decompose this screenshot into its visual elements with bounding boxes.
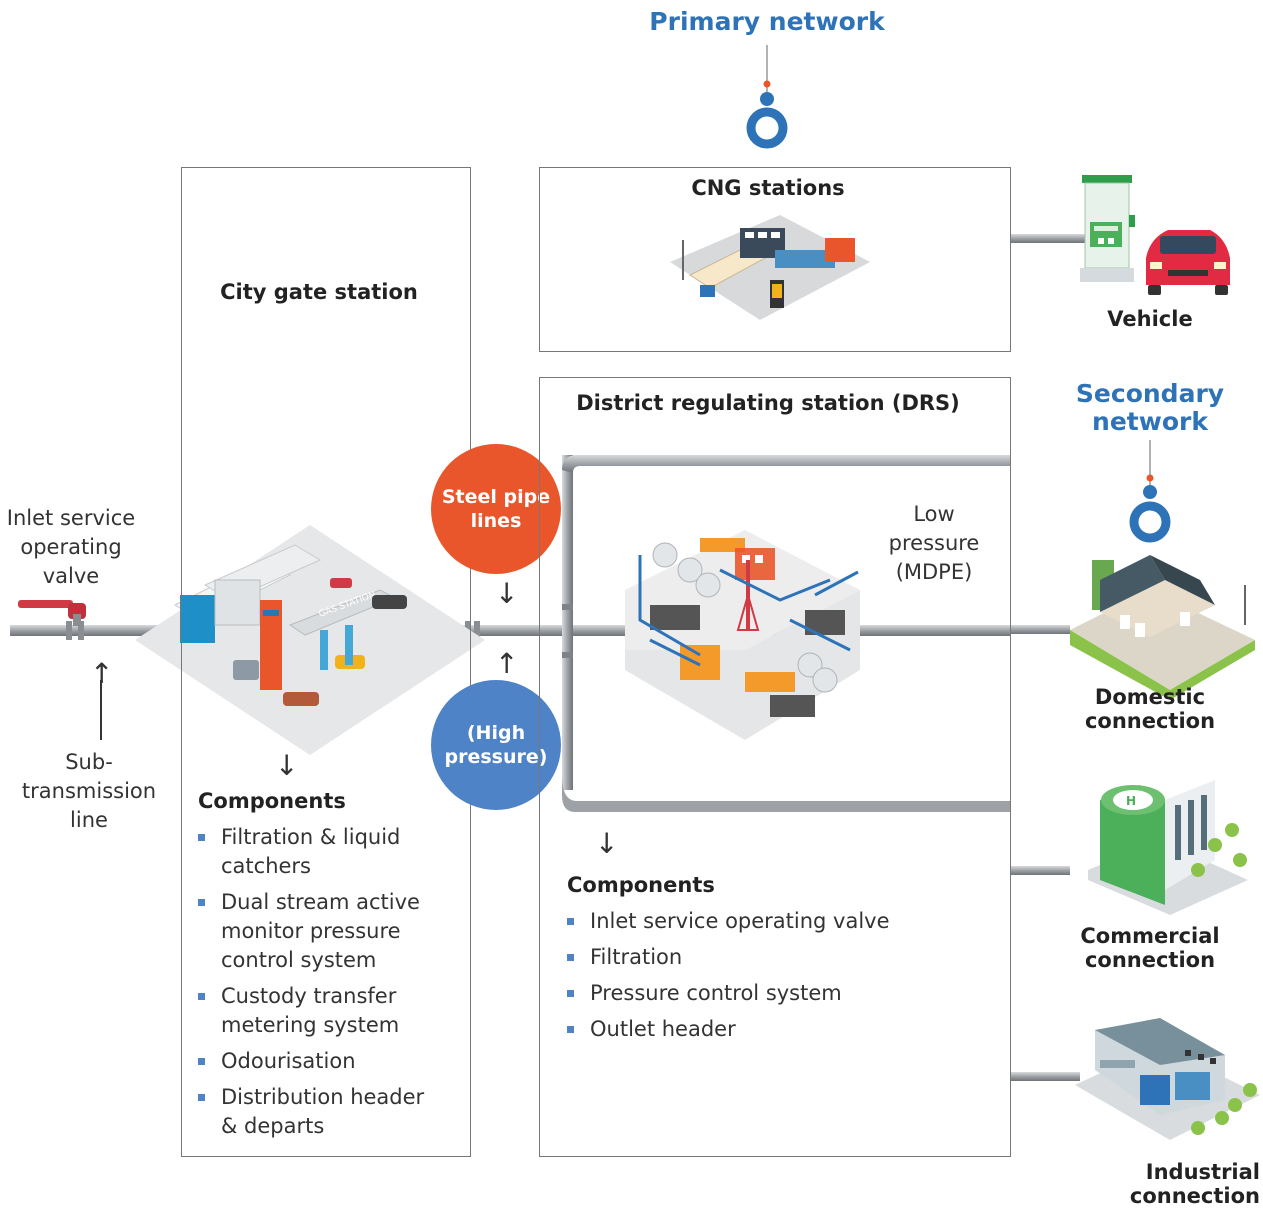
inlet-valve-label-line1: Inlet service [6,506,136,530]
city-gate-component-item: Custody transfer metering system [198,982,458,1040]
high-pressure-line2: pressure) [444,746,548,768]
city-gate-component-item: Odourisation [198,1047,458,1076]
low-pressure-label: Low pressure (MDPE) [880,500,988,587]
drs-plant-illustration [625,530,860,740]
inlet-valve-label-line3: valve [42,564,100,588]
hospital-illustration: H [1088,780,1248,915]
city-gate-components-list: Filtration & liquid catchers Dual stream… [198,823,458,1148]
drs-component-item: Outlet header [567,1015,987,1044]
component-line: metering system [221,1013,400,1037]
sub-transmission-label-line2: transmission [21,779,157,803]
sub-transmission-arrow-icon: ↑ [90,657,114,690]
component-line: control system [221,948,377,972]
drs-component-item: Pressure control system [567,979,987,1008]
industrial-connection-label: Industrial connection [1129,1160,1260,1208]
component-line: catchers [221,854,311,878]
steel-pipe-down-arrow-icon: ↓ [495,577,519,610]
component-line: Odourisation [221,1049,356,1073]
car-illustration [1146,230,1230,295]
primary-network-title: Primary network [649,7,885,36]
commercial-connection-label: Commercial connection [1070,924,1230,972]
domestic-connection-label: Domestic connection [1070,685,1230,733]
commercial-line1: Commercial [1080,924,1220,948]
component-line: Filtration & liquid [221,825,401,849]
drs-components-list: Inlet service operating valve Filtration… [567,907,987,1051]
component-line: monitor pressure [221,919,401,943]
component-line: Dual stream active [221,890,420,914]
secondary-network-title: Secondary network [1070,380,1230,436]
component-line: Custody transfer [221,984,397,1008]
city-gate-station-box [181,167,471,1157]
fuel-pump-illustration [1080,175,1135,282]
vehicle-label: Vehicle [1107,307,1193,331]
city-gate-down-arrow-icon: ↓ [275,749,299,782]
domestic-line1: Domestic [1094,685,1206,709]
component-line: & departs [221,1114,325,1138]
low-pressure-line3: (MDPE) [895,560,973,584]
drs-pipe-loop [562,455,1080,1081]
city-gate-components-heading: Components [198,789,346,813]
city-gate-station-title: City gate station [220,280,418,304]
secondary-network-title-line2: network [1092,407,1208,436]
city-gate-component-item: Filtration & liquid catchers [198,823,458,881]
high-pressure-line1: (High [466,722,526,744]
sub-transmission-arrow-line [100,680,102,740]
secondary-network-title-line1: Secondary [1075,379,1225,408]
city-gate-component-item: Dual stream active monitor pressure cont… [198,888,458,975]
house-illustration [1070,555,1255,700]
high-pressure-up-arrow-icon: ↑ [495,647,519,680]
svg-text:H: H [1126,794,1136,808]
city-gate-component-item: Distribution header & departs [198,1083,458,1141]
cng-stations-box [539,167,1011,352]
drs-component-item: Filtration [567,943,987,972]
gas-station-illustration: GAS STATION [135,525,485,755]
sub-transmission-label-line3: line [70,808,108,832]
cng-station-illustration [670,215,870,320]
component-line: Distribution header [221,1085,425,1109]
secondary-network-connector-icon [1129,440,1171,543]
industrial-building-illustration [1075,1018,1260,1140]
inlet-valve-label: Inlet service operating valve [0,504,142,591]
inlet-valve-icon [18,600,86,626]
drs-title: District regulating station (DRS) [576,391,960,415]
commercial-line2: connection [1084,948,1216,972]
low-pressure-line2: pressure [888,531,980,555]
cng-pipe [1010,234,1090,243]
domestic-line2: connection [1084,709,1216,733]
sub-transmission-label-line1: Sub- [65,750,113,774]
drs-component-item: Inlet service operating valve [567,907,987,936]
drs-components-heading: Components [567,873,715,897]
low-pressure-line1: Low [913,502,955,526]
drs-down-arrow-icon: ↓ [595,827,619,860]
steel-pipe-line1: Steel pipe [441,486,551,508]
sub-transmission-label: Sub- transmission line [14,748,164,835]
cng-stations-title: CNG stations [691,176,845,200]
inlet-valve-label-line2: operating [20,535,122,559]
steel-pipe-line2: lines [470,510,522,532]
drs-box [539,377,1011,1157]
primary-network-connector-icon [746,45,788,149]
